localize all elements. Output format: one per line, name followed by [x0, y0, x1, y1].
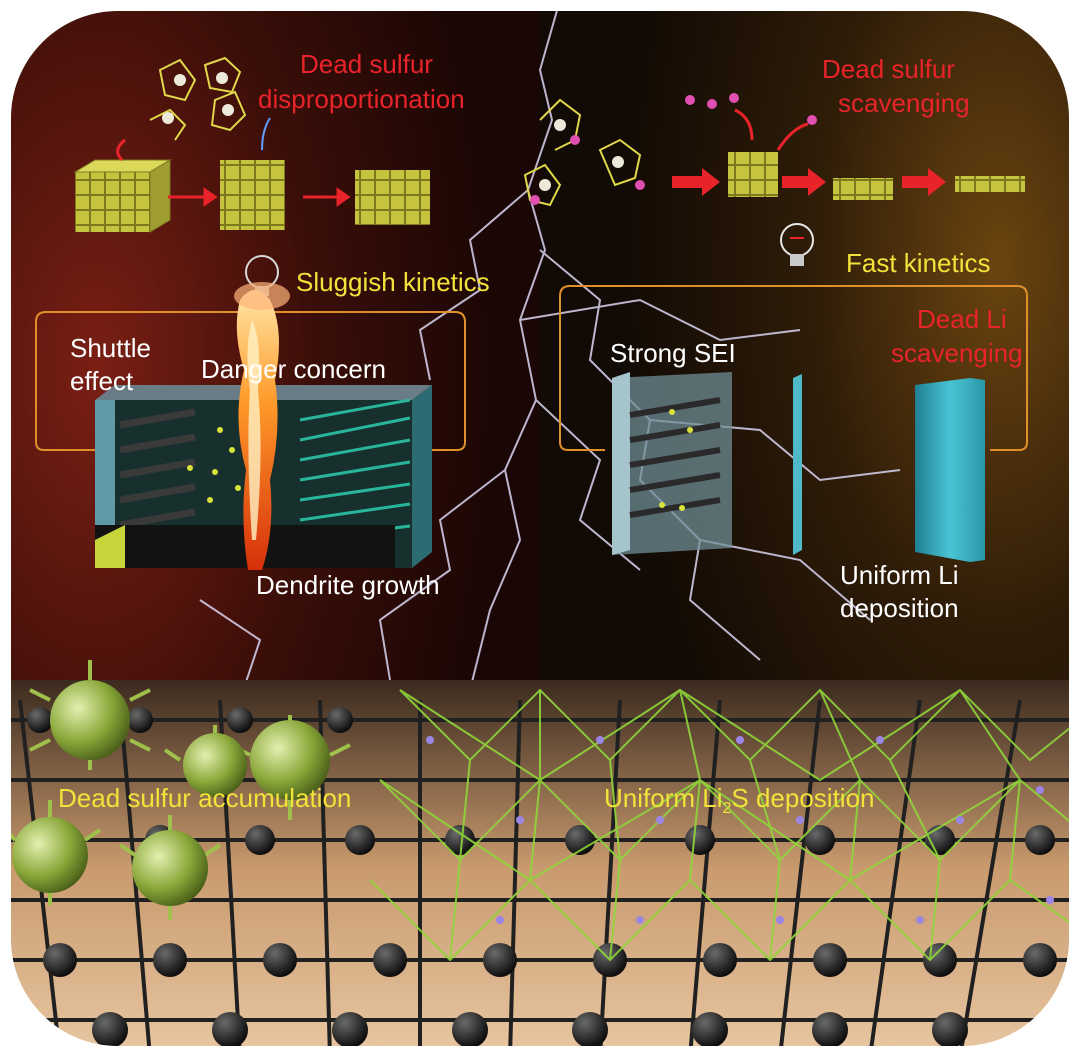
- dead-li-line1: Dead Li: [917, 304, 1007, 334]
- arrow-icon: [116, 138, 351, 207]
- arrow-icon: [261, 117, 271, 151]
- left-title-line2: disproportionation: [258, 84, 465, 114]
- dead-sulfur-accumulation-label: Dead sulfur accumulation: [58, 783, 351, 813]
- uniform-li-line2: deposition: [840, 593, 959, 623]
- dendrite-growth-label: Dendrite growth: [256, 570, 440, 600]
- dead-li-line2: scavenging: [891, 338, 1023, 368]
- li-ions: [426, 736, 1054, 924]
- right-battery-cell: [612, 372, 985, 562]
- left-title-line1: Dead sulfur: [300, 49, 433, 79]
- bulb-icon: [780, 223, 814, 266]
- right-title-line2: scavenging: [838, 88, 970, 118]
- arrow-icon: [734, 108, 754, 141]
- cube-sequence-right: [728, 152, 1025, 200]
- right-title-line1: Dead sulfur: [822, 54, 955, 84]
- dead-sulfur-spheres: [8, 660, 351, 920]
- flame-icon: [234, 282, 290, 570]
- polysulfide-atoms: [162, 72, 624, 191]
- shuttle-effect-line1: Shuttle: [70, 333, 151, 363]
- arrow-icon: [672, 168, 946, 196]
- fast-kinetics-label: Fast kinetics: [846, 248, 991, 278]
- shuttle-effect-line2: effect: [70, 366, 134, 396]
- li2s-framework: [369, 688, 1072, 962]
- polysulfide-molecules: [149, 56, 642, 207]
- right-panel-frame: [559, 285, 1028, 451]
- sluggish-kinetics-label: Sluggish kinetics: [296, 267, 490, 297]
- danger-concern-label: Danger concern: [201, 354, 386, 384]
- uniform-li2s-deposition-label: Uniform Li2S deposition: [604, 783, 875, 817]
- cube-sequence-left: [73, 159, 430, 233]
- arrow-icon: [776, 122, 809, 151]
- uniform-li-line1: Uniform Li: [840, 560, 958, 590]
- strong-sei-label: Strong SEI: [610, 338, 736, 368]
